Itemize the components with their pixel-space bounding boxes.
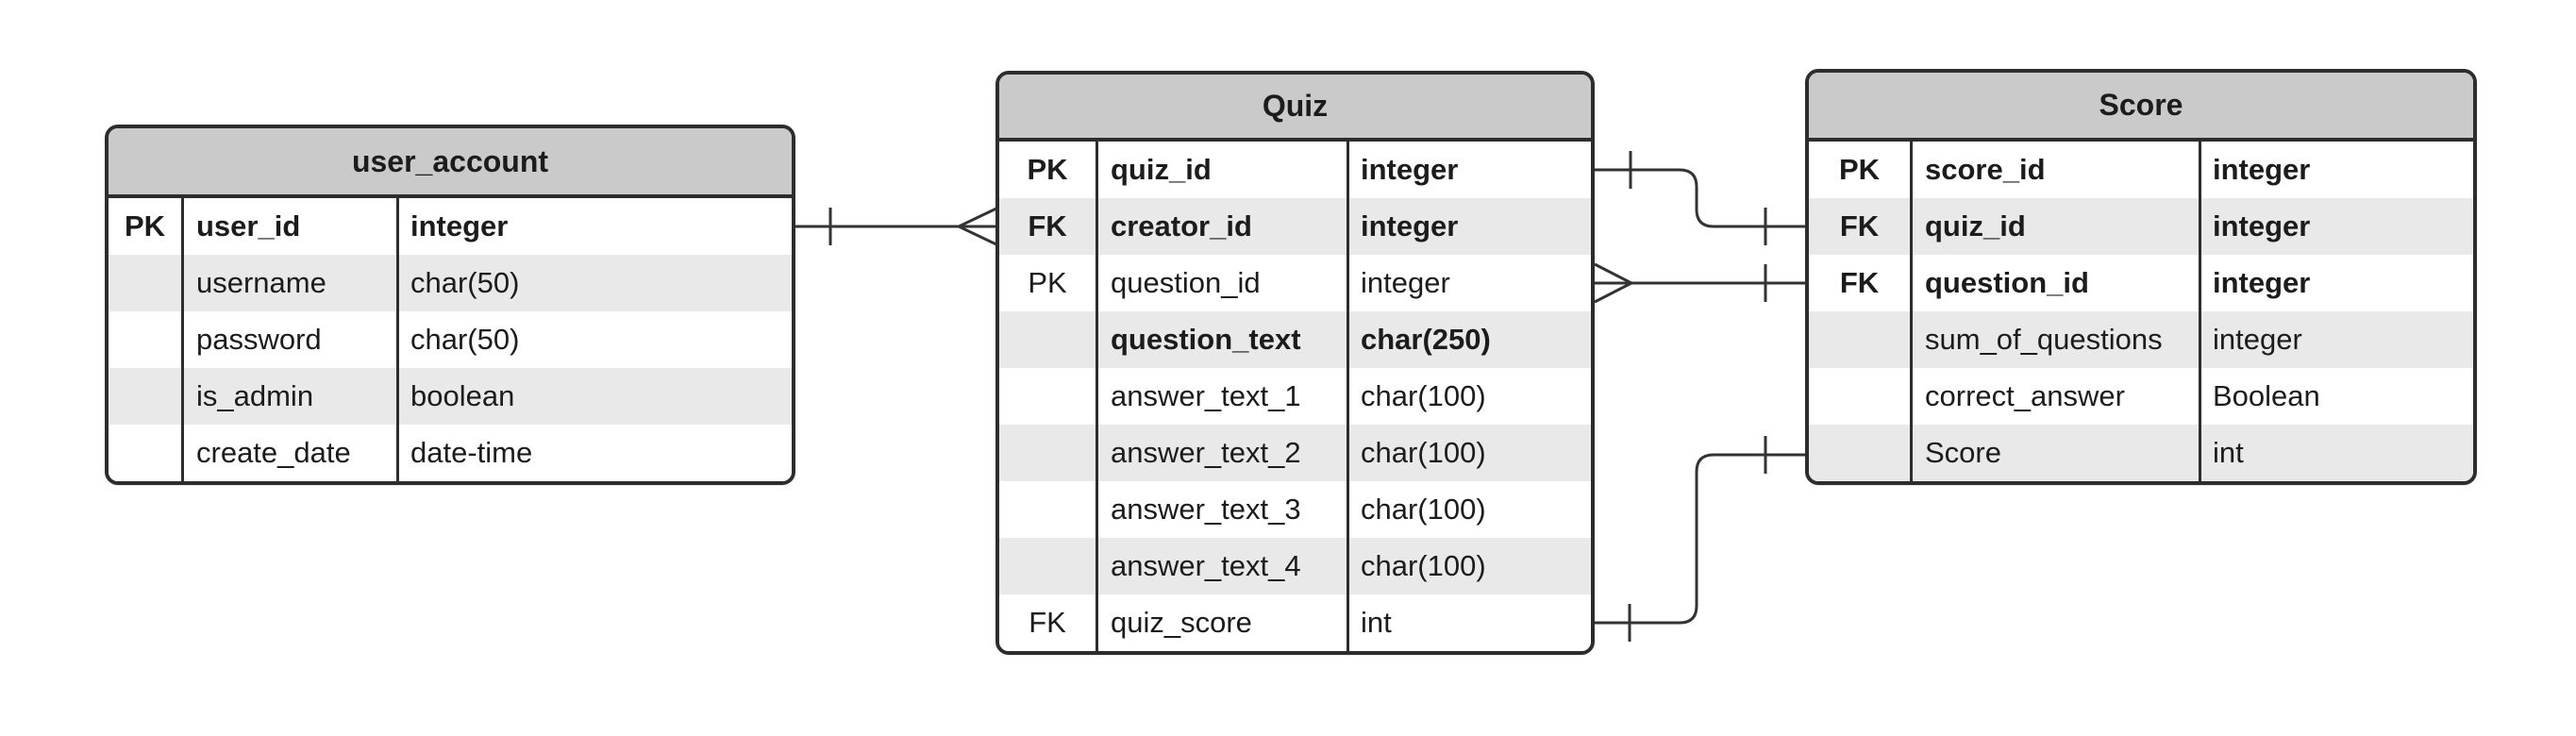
relationship-quiz-score-quiz_id xyxy=(1593,151,1807,245)
field-type: integer xyxy=(1361,266,1450,299)
field-type: Boolean xyxy=(2213,379,2320,412)
field-type: integer xyxy=(1361,153,1459,186)
field-name: quiz_id xyxy=(1913,198,2201,255)
field-name: question_id xyxy=(1098,255,1349,311)
field-key-label xyxy=(1809,311,1913,368)
field-name: answer_text_2 xyxy=(1098,425,1349,481)
field-type: integer xyxy=(2213,323,2302,356)
field-type: int xyxy=(1361,606,1392,639)
table-row-password: password char(50) xyxy=(109,311,792,368)
field-type: integer xyxy=(2213,209,2311,243)
field-key-label xyxy=(109,368,184,425)
field-name: answer_text_4 xyxy=(1098,538,1349,594)
field-key-label: PK xyxy=(999,142,1098,198)
relationship-quiz-score-question_id xyxy=(1594,262,1807,304)
table-row-Score: Score int xyxy=(1809,425,2473,481)
many-marker-crowfoot xyxy=(955,206,999,247)
many-marker-crowfoot xyxy=(1594,262,1635,304)
field-key-label xyxy=(1809,425,1913,481)
table-row-sum_of_questions: sum_of_questions integer xyxy=(1809,311,2473,368)
field-type: integer xyxy=(2213,153,2311,186)
field-type: integer xyxy=(2213,266,2311,299)
table-row-create_date: create_date date-time xyxy=(109,425,792,481)
field-type: char(50) xyxy=(410,266,520,299)
relationship-line xyxy=(1593,168,1807,228)
table-title: Score xyxy=(1809,73,2473,142)
relationship-line xyxy=(1593,453,1807,625)
field-type: char(50) xyxy=(410,323,520,356)
table-row-answer_text_2: answer_text_2 char(100) xyxy=(999,425,1591,481)
field-key-label xyxy=(1809,368,1913,425)
table-row-username: username char(50) xyxy=(109,255,792,311)
field-type: boolean xyxy=(410,379,515,412)
field-name: is_admin xyxy=(184,368,399,425)
field-type: char(100) xyxy=(1361,493,1486,526)
table-title: user_account xyxy=(109,128,792,198)
field-key-label: FK xyxy=(999,198,1098,255)
field-name: answer_text_3 xyxy=(1098,481,1349,538)
field-key-label xyxy=(999,425,1098,481)
field-name: question_id xyxy=(1913,255,2201,311)
field-key-label xyxy=(999,481,1098,538)
field-key-label xyxy=(109,311,184,368)
field-type: int xyxy=(2213,436,2244,469)
field-name: create_date xyxy=(184,425,399,481)
field-name: sum_of_questions xyxy=(1913,311,2201,368)
field-type: char(100) xyxy=(1361,549,1486,582)
field-type: date-time xyxy=(410,436,533,469)
field-key-label: PK xyxy=(109,198,184,255)
field-key-label: FK xyxy=(999,594,1098,651)
field-key-label xyxy=(109,425,184,481)
field-type: integer xyxy=(1361,209,1459,243)
field-key-label xyxy=(999,368,1098,425)
field-key-label: PK xyxy=(999,255,1098,311)
field-key-label: FK xyxy=(1809,198,1913,255)
field-type: char(100) xyxy=(1361,379,1486,412)
field-key-label: FK xyxy=(1809,255,1913,311)
field-name: quiz_score xyxy=(1098,594,1349,651)
table-title: Quiz xyxy=(999,75,1591,142)
table-row-answer_text_4: answer_text_4 char(100) xyxy=(999,538,1591,594)
field-name: Score xyxy=(1913,425,2201,481)
field-type: integer xyxy=(410,209,509,243)
field-type: char(250) xyxy=(1361,323,1491,356)
field-name: correct_answer xyxy=(1913,368,2201,425)
field-name: username xyxy=(184,255,399,311)
field-name: score_id xyxy=(1913,142,2201,198)
relationship-user_account-quiz xyxy=(792,206,999,247)
field-key-label xyxy=(109,255,184,311)
field-name: quiz_id xyxy=(1098,142,1349,198)
field-key-label xyxy=(999,311,1098,368)
table-row-is_admin: is_admin boolean xyxy=(109,368,792,425)
table-row-answer_text_1: answer_text_1 char(100) xyxy=(999,368,1591,425)
field-key-label: PK xyxy=(1809,142,1913,198)
relationship-quiz-score-quiz_score xyxy=(1593,436,1807,642)
field-name: password xyxy=(184,311,399,368)
field-name: question_text xyxy=(1098,311,1349,368)
table-row-answer_text_3: answer_text_3 char(100) xyxy=(999,481,1591,538)
field-name: user_id xyxy=(184,198,399,255)
field-name: creator_id xyxy=(1098,198,1349,255)
field-key-label xyxy=(999,538,1098,594)
table-row-correct_answer: correct_answer Boolean xyxy=(1809,368,2473,425)
field-type: char(100) xyxy=(1361,436,1486,469)
table-row-question_text: question_text char(250) xyxy=(999,311,1591,368)
field-name: answer_text_1 xyxy=(1098,368,1349,425)
